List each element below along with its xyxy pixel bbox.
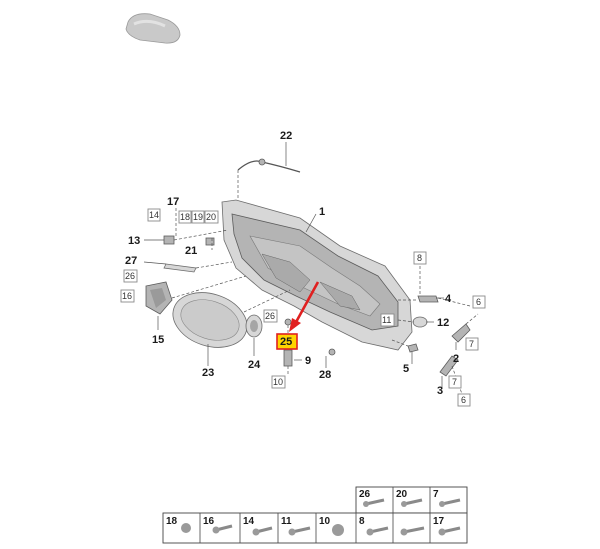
ref-box-6a: 6 — [472, 295, 486, 309]
highlighted-callout-25[interactable]: 25 — [276, 333, 298, 350]
callout-2: 2 — [453, 353, 459, 365]
svg-text:11: 11 — [382, 315, 391, 325]
ref-box-8: 8 — [413, 251, 427, 265]
table-bottom-cell-7: 17 — [433, 516, 445, 527]
callout-27: 27 — [125, 255, 137, 267]
callout-3: 3 — [437, 385, 443, 397]
table-bottom-cell-1: 18 — [166, 516, 178, 527]
callout-9: 9 — [305, 355, 311, 367]
callout-17: 17 — [167, 196, 179, 208]
callout-24: 24 — [248, 359, 261, 371]
svg-text:6: 6 — [476, 297, 481, 307]
callout-5: 5 — [403, 363, 409, 375]
mirror-base-part — [245, 314, 263, 338]
svg-text:8: 8 — [417, 253, 422, 263]
ref-box-11: 11 — [380, 313, 395, 327]
ref-box-26b: 26 — [263, 309, 278, 323]
ref-box-7b: 7 — [448, 375, 462, 389]
ref-box-19: 19 — [191, 210, 205, 224]
table-bottom-cell-5: 10 — [319, 516, 331, 527]
svg-text:7: 7 — [452, 377, 457, 387]
fastener-table-top-row — [355, 486, 468, 514]
callout-21: 21 — [185, 245, 197, 257]
svg-text:18: 18 — [180, 212, 190, 222]
svg-text:26: 26 — [125, 271, 135, 281]
fastener-table: 26 20 7 18 16 14 11 10 8 17 — [162, 486, 468, 544]
ref-box-20: 20 — [204, 210, 219, 224]
svg-text:6: 6 — [461, 395, 466, 405]
svg-text:10: 10 — [273, 377, 283, 387]
bracket-part — [163, 235, 215, 273]
ref-box-7a: 7 — [465, 337, 479, 351]
svg-text:7: 7 — [469, 339, 474, 349]
callout-1: 1 — [319, 206, 325, 218]
boxed-references: 14 18 19 20 26 16 26 10 8 11 6 7 7 6 — [120, 208, 486, 407]
callout-labels: 22 1 17 13 21 27 15 23 24 9 28 4 12 2 5 … — [125, 130, 459, 397]
ref-box-14: 14 — [147, 208, 161, 222]
speaker-cover-part — [172, 292, 248, 348]
callout-4: 4 — [445, 293, 452, 305]
svg-text:14: 14 — [149, 210, 159, 220]
table-bottom-cell-4: 11 — [281, 516, 292, 527]
table-bottom-cell-2: 16 — [203, 516, 215, 527]
svg-text:26: 26 — [265, 311, 275, 321]
callout-22: 22 — [280, 130, 292, 142]
ref-box-18: 18 — [178, 210, 192, 224]
leader-lines — [143, 142, 479, 395]
hinge-part — [407, 295, 471, 377]
callout-23: 23 — [202, 367, 214, 379]
door-panel-part — [221, 199, 413, 351]
svg-text:20: 20 — [206, 212, 216, 222]
table-bottom-cell-3: 14 — [243, 516, 255, 527]
vehicle-thumbnail-icon — [125, 13, 181, 44]
svg-text:16: 16 — [122, 291, 132, 301]
callout-13: 13 — [128, 235, 140, 247]
table-bottom-cell-6: 8 — [359, 516, 365, 527]
regulator-part — [145, 281, 173, 315]
callout-28: 28 — [319, 369, 331, 381]
table-top-cell-2: 20 — [396, 489, 408, 500]
callout-12: 12 — [437, 317, 449, 329]
callout-15: 15 — [152, 334, 164, 346]
table-top-cell-3: 7 — [433, 489, 439, 500]
table-top-cell-1: 26 — [359, 489, 371, 500]
ref-box-10: 10 — [271, 375, 286, 389]
ref-box-26a: 26 — [123, 269, 138, 283]
ref-box-16: 16 — [120, 289, 135, 303]
red-arrow-icon — [289, 281, 320, 332]
cable-part — [237, 158, 301, 173]
ref-box-6b: 6 — [457, 393, 471, 407]
svg-text:19: 19 — [193, 212, 203, 222]
svg-text:25: 25 — [280, 336, 292, 348]
